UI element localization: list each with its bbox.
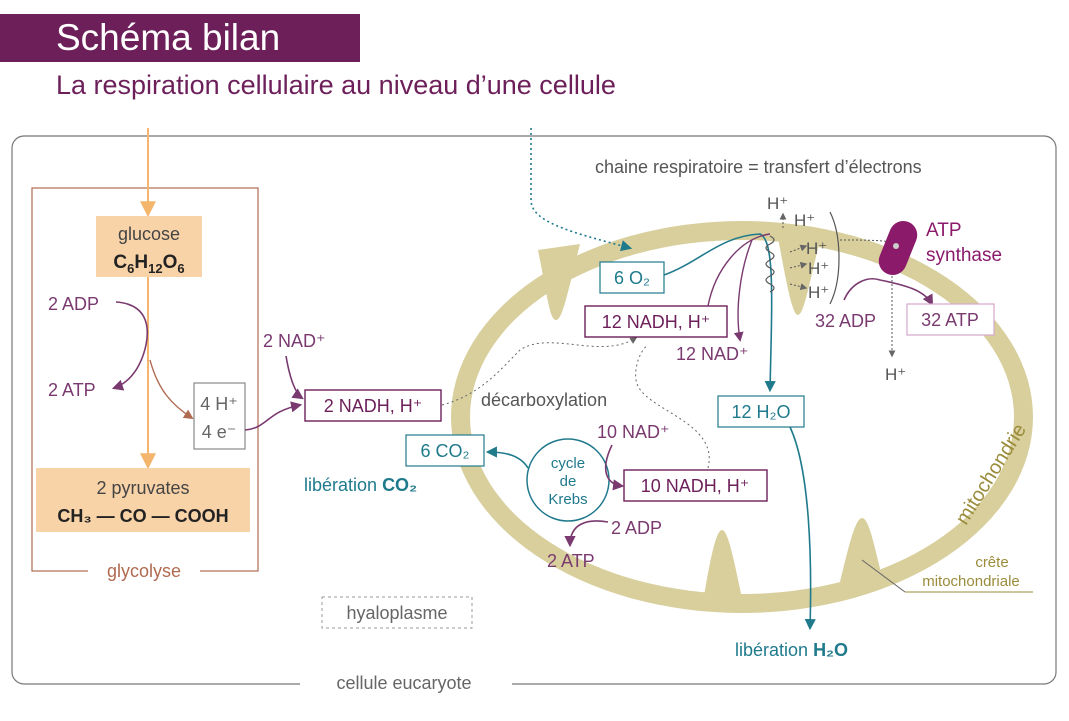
glyco-adp: 2 ADP	[48, 294, 99, 314]
nad-2: 2 NAD⁺	[263, 331, 326, 351]
krebs-label-2: de	[560, 473, 577, 490]
liberation-h2o-prefix: libération	[735, 640, 808, 660]
atp-32: 32 ATP	[921, 310, 979, 330]
h-plus-1: H⁺	[767, 194, 788, 213]
nad10-arrow	[604, 444, 625, 491]
hyaloplasme-box	[321, 596, 473, 629]
h2o-release-arrow	[789, 426, 816, 631]
he-nadh-arrow	[244, 401, 303, 431]
glucose-label: glucose	[118, 224, 180, 244]
h-brace	[829, 211, 840, 305]
chain-nad12-arrow	[733, 239, 753, 342]
decarboxylation-label: décarboxylation	[481, 390, 607, 410]
atp-synthase-dot	[893, 243, 899, 249]
glyco-h-arrow	[149, 359, 194, 420]
nadh-12: 12 NADH, H⁺	[602, 312, 711, 332]
crest-2	[778, 238, 820, 315]
cell-label: cellule eucaryote	[336, 673, 471, 693]
atp-synthase-label-2: synthase	[926, 245, 1002, 266]
h-label: 4 H⁺	[200, 394, 238, 414]
adp-atp-32-arrow	[843, 278, 934, 306]
atp-32-box	[906, 303, 995, 336]
e-label: 4 e⁻	[202, 422, 237, 442]
crete-label-1: crête	[975, 554, 1008, 571]
liberation-co2-prefix: libération	[304, 475, 377, 495]
o2-h2o-arrow	[663, 233, 776, 393]
nadh-12-box	[584, 305, 728, 338]
h-to-synthase-line	[839, 239, 891, 243]
h2o-12-box	[717, 395, 805, 428]
crest-4	[840, 518, 882, 582]
glycolyse-label: glycolyse	[107, 561, 181, 581]
krebs-label-3: Krebs	[548, 491, 587, 508]
hyaloplasme-label: hyaloplasme	[346, 603, 447, 623]
h-pump-4	[789, 283, 808, 291]
electron-chain-wave	[765, 235, 775, 293]
o2-input-arrow	[530, 128, 633, 252]
nadh-10-box	[623, 469, 768, 502]
liberation-co2: libération CO₂	[304, 475, 417, 495]
glucose-box	[96, 216, 202, 277]
h-pump-3	[789, 261, 808, 269]
h-plus-5: H⁺	[808, 283, 829, 302]
glycolyse-label-mask	[88, 558, 200, 582]
glyco-adp-atp-arrow	[111, 301, 149, 391]
nad-12: 12 NAD⁺	[676, 344, 749, 364]
h-e-box	[193, 382, 246, 450]
liberation-h2o: libération H₂O	[735, 640, 848, 660]
h-plus-3: H⁺	[806, 239, 827, 258]
page-subtitle: La respiration cellulaire au niveau d’un…	[56, 70, 616, 100]
pyruvate-box	[36, 468, 250, 532]
atp-krebs: 2 ATP	[547, 551, 595, 571]
page-title: Schéma bilan	[56, 17, 281, 58]
decarbox-dotted-path	[441, 337, 638, 406]
crete-label-2: mitochondriale	[922, 573, 1020, 590]
nadh-2: 2 NADH, H⁺	[324, 396, 423, 416]
nadh-10: 10 NADH, H⁺	[641, 476, 750, 496]
nadh10-dotted-path	[635, 344, 710, 469]
pyruvate-label: 2 pyruvates	[96, 478, 189, 498]
atp-synthase-label-1: ATP	[926, 220, 962, 241]
nadh-2-box	[304, 389, 442, 422]
co2-6-box	[405, 434, 485, 467]
h2o-12: 12 H₂O	[731, 402, 790, 422]
o2-6: 6 O₂	[614, 268, 650, 288]
crete-pointer	[861, 559, 906, 593]
nad2-arrow	[285, 355, 304, 400]
cell-label-mask	[300, 672, 512, 694]
krebs-label-1: cycle	[551, 455, 585, 472]
krebs-co2-arrow	[485, 446, 529, 469]
pyruvate-formula: CH₃ — CO — COOH	[57, 506, 228, 526]
chain-label: chaine respiratoire = transfert d’électr…	[595, 157, 922, 177]
h-plus-4: H⁺	[808, 259, 829, 278]
h-pump-2	[789, 244, 808, 253]
liberation-co2-mol: CO₂	[382, 475, 417, 495]
nad-10: 10 NAD⁺	[597, 422, 670, 442]
title-band	[0, 14, 360, 62]
h-plus-6: H⁺	[885, 365, 906, 384]
adp-krebs: 2 ADP	[611, 518, 662, 538]
crest-3	[704, 530, 742, 598]
o2-6-box	[599, 261, 665, 294]
glyco-atp: 2 ATP	[48, 380, 96, 400]
crest-1	[538, 244, 580, 320]
adp-32: 32 ADP	[815, 311, 876, 331]
co2-6: 6 CO₂	[421, 441, 470, 461]
nadh12-chain-line	[707, 233, 771, 307]
adp-atp-krebs-arrow	[564, 520, 609, 548]
liberation-h2o-mol: H₂O	[813, 640, 848, 660]
h-plus-2: H⁺	[794, 211, 815, 230]
cell-outline	[11, 135, 1057, 685]
